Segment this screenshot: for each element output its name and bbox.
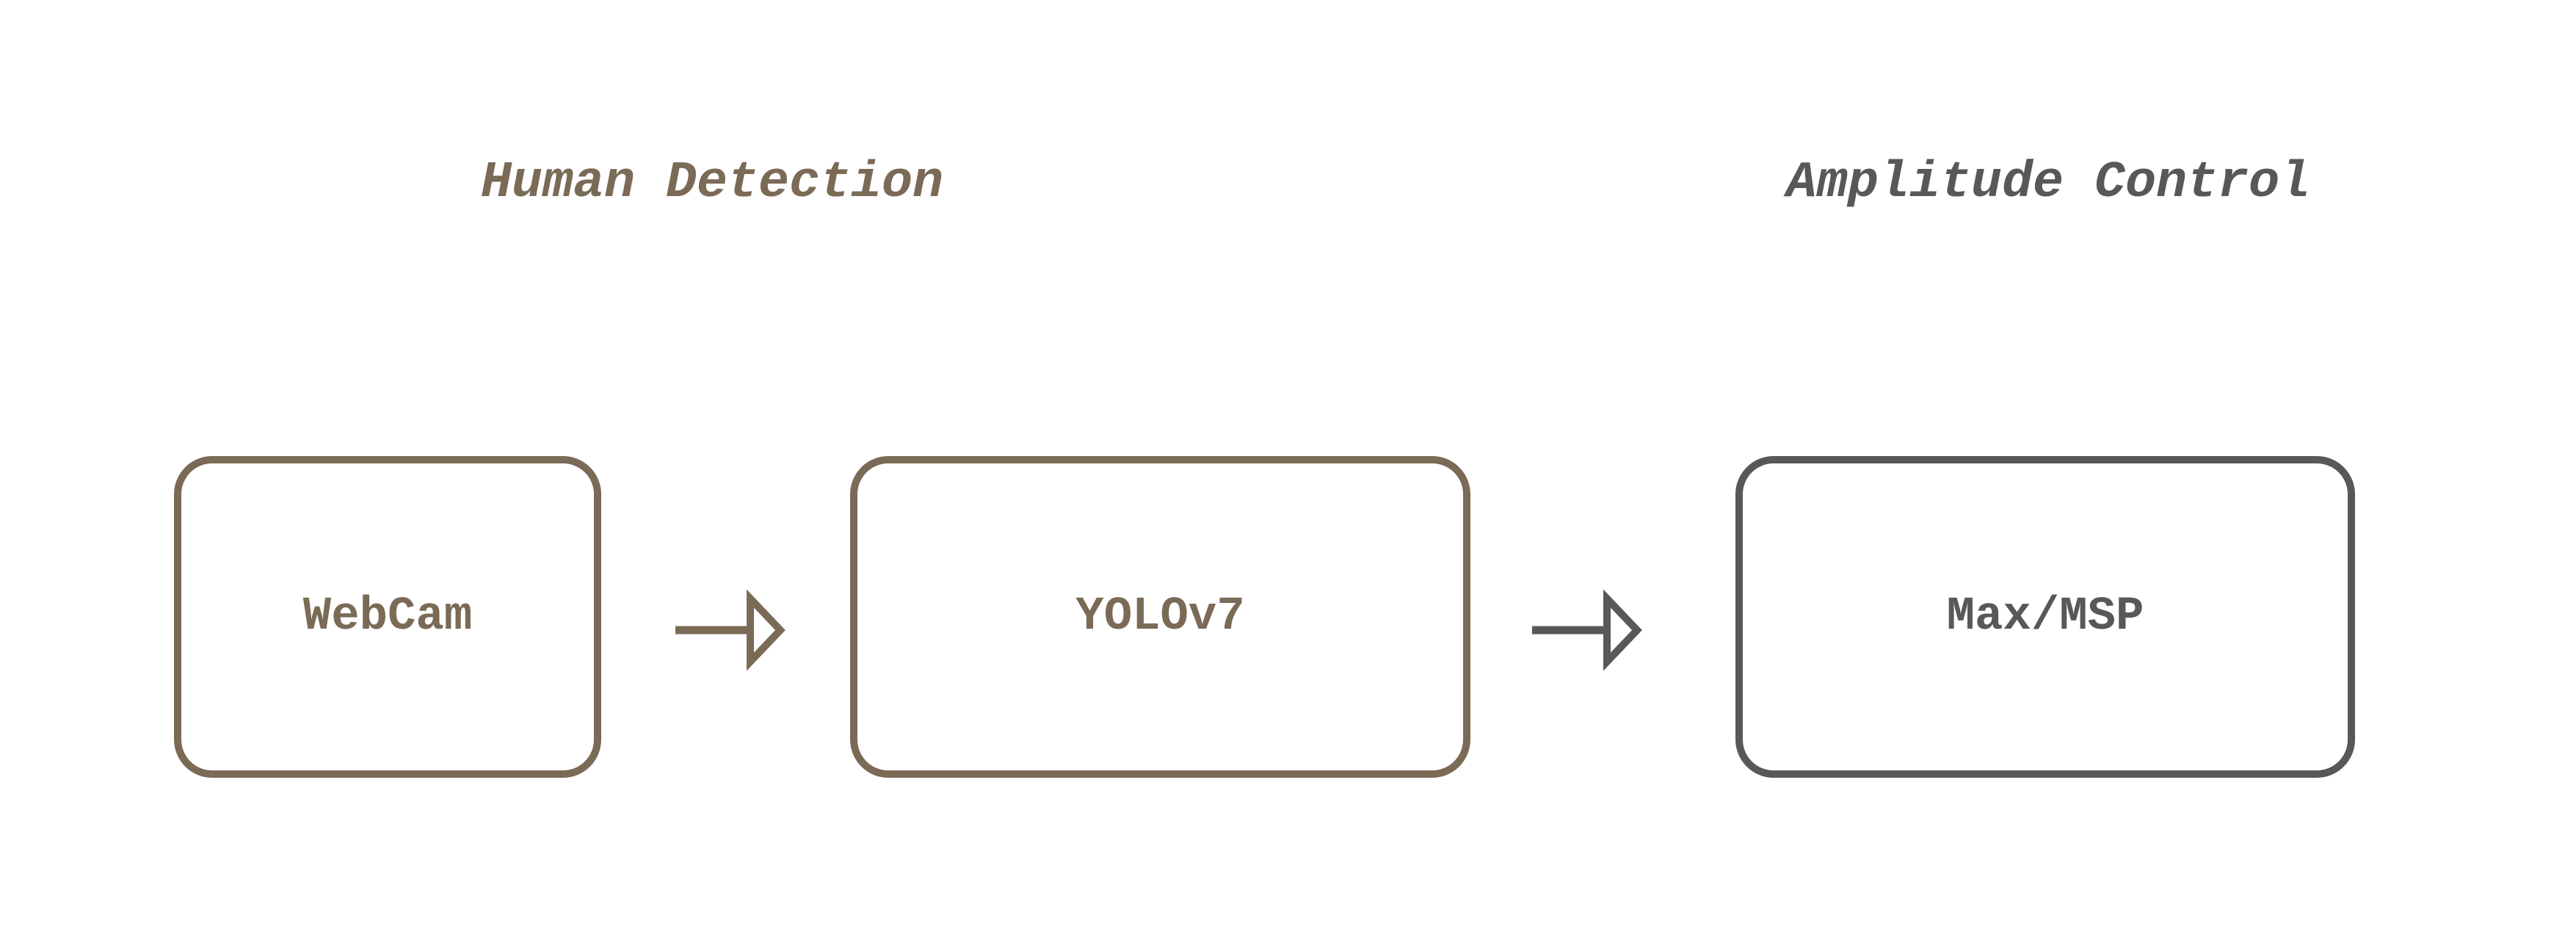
- node-max-msp: Max/MSP: [1735, 456, 2355, 778]
- node-yolov7-label: YOLOv7: [1075, 590, 1245, 643]
- group-title-amplitude-control: Amplitude Control: [1785, 154, 2311, 212]
- node-yolov7: YOLOv7: [850, 456, 1470, 778]
- arrow-right-icon: [1532, 590, 1642, 671]
- node-webcam-label: WebCam: [302, 590, 473, 643]
- arrow-right-icon: [675, 590, 786, 671]
- node-webcam: WebCam: [174, 456, 601, 778]
- node-max-msp-label: Max/MSP: [1946, 590, 2144, 643]
- group-title-human-detection: Human Detection: [480, 154, 944, 212]
